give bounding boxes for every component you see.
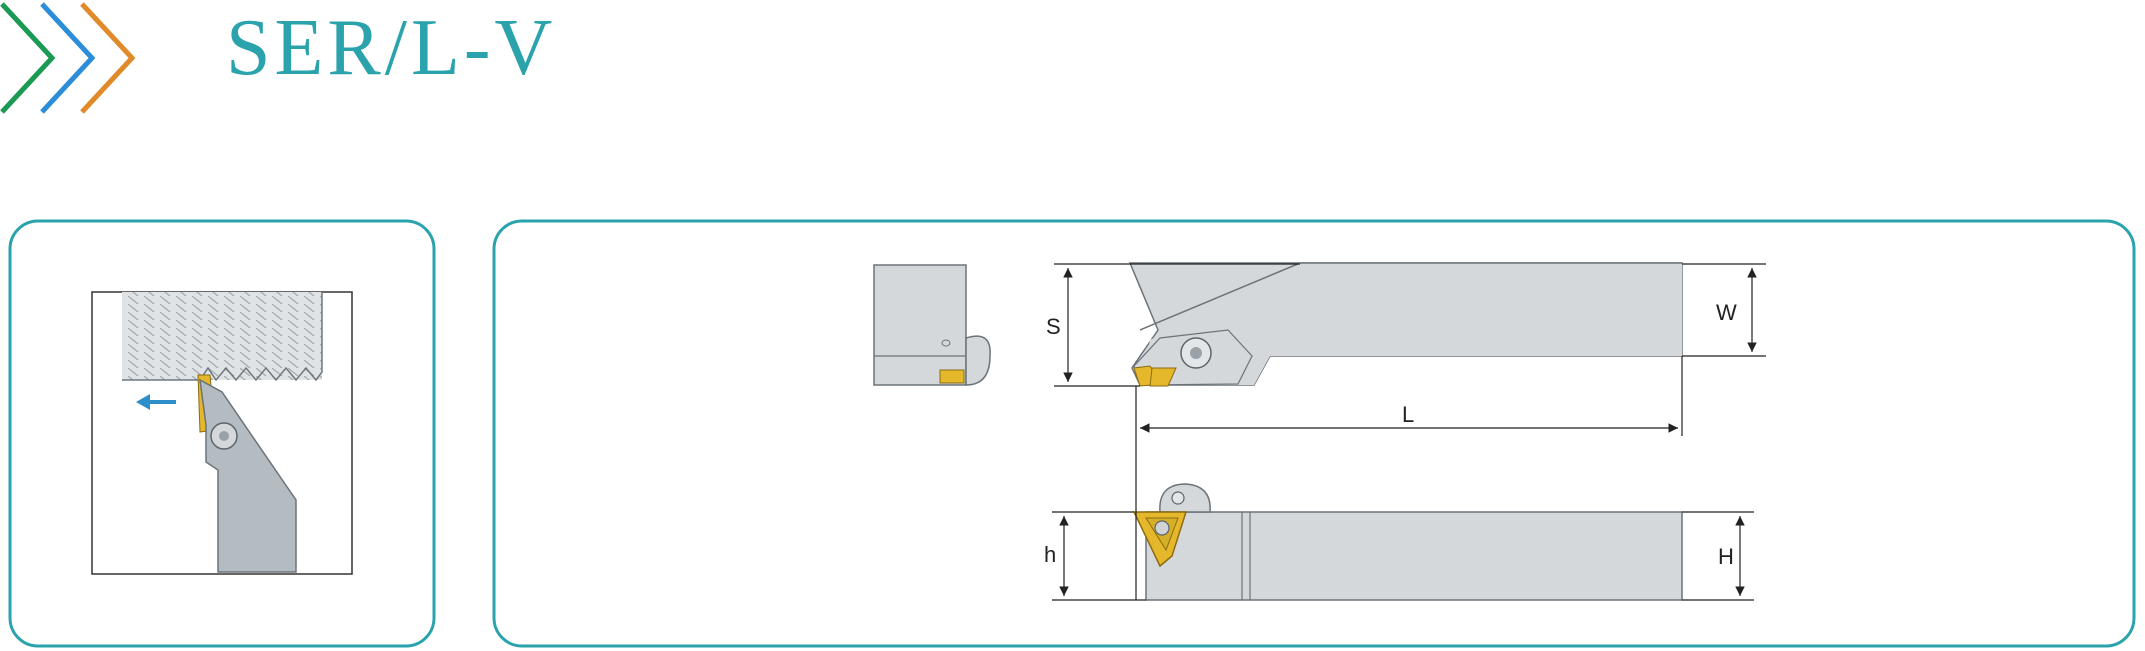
chevron-blue-icon [40, 2, 96, 114]
application-panel [8, 219, 436, 648]
page-title: SER/L-V [226, 4, 557, 92]
dim-label-W: W [1716, 300, 1737, 325]
workpiece-illustration [122, 292, 323, 382]
dim-label-h: h [1044, 542, 1056, 567]
dim-label-L: L [1402, 402, 1414, 427]
front-view-drawing [1132, 483, 1683, 601]
chevron-logo-icon [0, 2, 136, 114]
dim-label-S: S [1046, 314, 1061, 339]
dimension-lines [1052, 263, 1766, 601]
feed-direction-arrow-icon [136, 394, 176, 410]
dimension-panel: S W L h H [492, 219, 2136, 648]
end-view-drawing [873, 264, 991, 386]
tool-illustration [197, 374, 297, 573]
dim-label-H: H [1718, 544, 1734, 569]
chevron-green-icon [0, 2, 56, 114]
top-view-drawing [1128, 262, 1683, 387]
chevron-orange-icon [80, 2, 136, 114]
